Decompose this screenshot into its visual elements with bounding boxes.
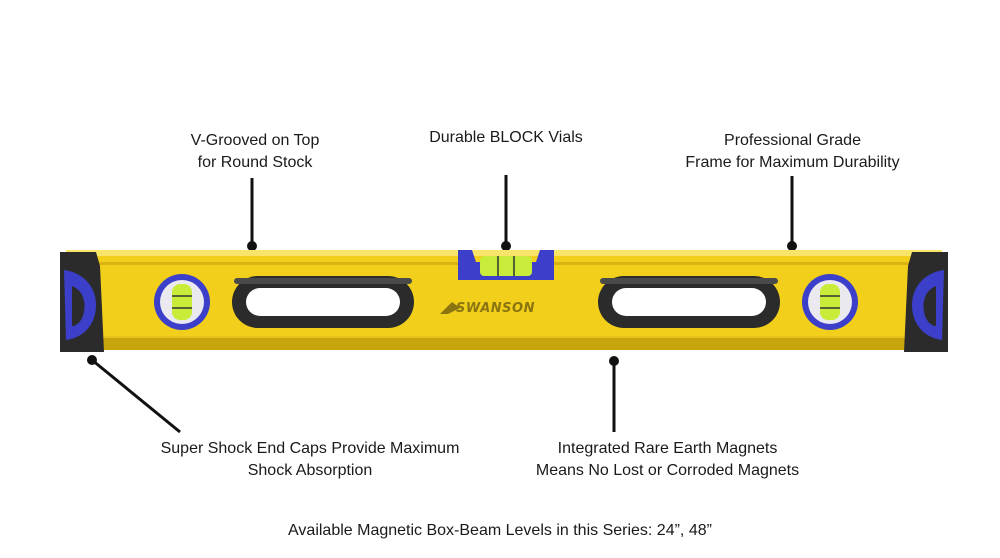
left-end-cap — [60, 252, 104, 352]
callout-lines — [91, 175, 794, 434]
callout-end-caps-line2: Shock Absorption — [247, 462, 373, 479]
callout-v-grooved-line2: for Round Stock — [197, 154, 313, 171]
right-end-cap — [904, 252, 948, 352]
right-handle — [598, 276, 780, 328]
swanson-logo: SWANSON — [440, 301, 535, 316]
callout-block-vials: Durable BLOCK Vials — [400, 127, 612, 149]
left-handle — [232, 276, 414, 328]
callout-dot-endcaps — [87, 355, 97, 365]
callout-dot-frame — [787, 241, 797, 251]
callout-frame-line2: Frame for Maximum Durability — [685, 154, 900, 171]
callout-dot-vials — [501, 241, 511, 251]
top-block-vial — [458, 250, 554, 280]
left-round-vial — [154, 274, 210, 330]
callout-magnets-line2: Means No Lost or Corroded Magnets — [535, 462, 800, 479]
callout-magnets-line1: Integrated Rare Earth Magnets — [557, 440, 778, 457]
callout-dots — [87, 241, 797, 366]
callout-line-endcaps — [91, 358, 181, 434]
callout-dot-magnets — [609, 356, 619, 366]
callout-v-grooved-top: V-Grooved on Top for Round Stock — [150, 130, 360, 174]
callout-block-vials-line1: Durable BLOCK Vials — [429, 129, 583, 146]
callout-end-caps: Super Shock End Caps Provide Maximum Sho… — [140, 438, 480, 482]
callout-end-caps-line1: Super Shock End Caps Provide Maximum — [160, 440, 460, 457]
callout-frame-line1: Professional Grade — [724, 132, 861, 149]
svg-text:SWANSON: SWANSON — [456, 301, 535, 316]
callout-dot-v-groove — [247, 241, 257, 251]
footer-series-note: Available Magnetic Box-Beam Levels in th… — [288, 522, 712, 539]
callout-v-grooved-line1: V-Grooved on Top — [190, 132, 320, 149]
callout-professional-frame: Professional Grade Frame for Maximum Dur… — [660, 130, 925, 174]
callout-magnets: Integrated Rare Earth Magnets Means No L… — [510, 438, 825, 482]
right-round-vial — [802, 274, 858, 330]
